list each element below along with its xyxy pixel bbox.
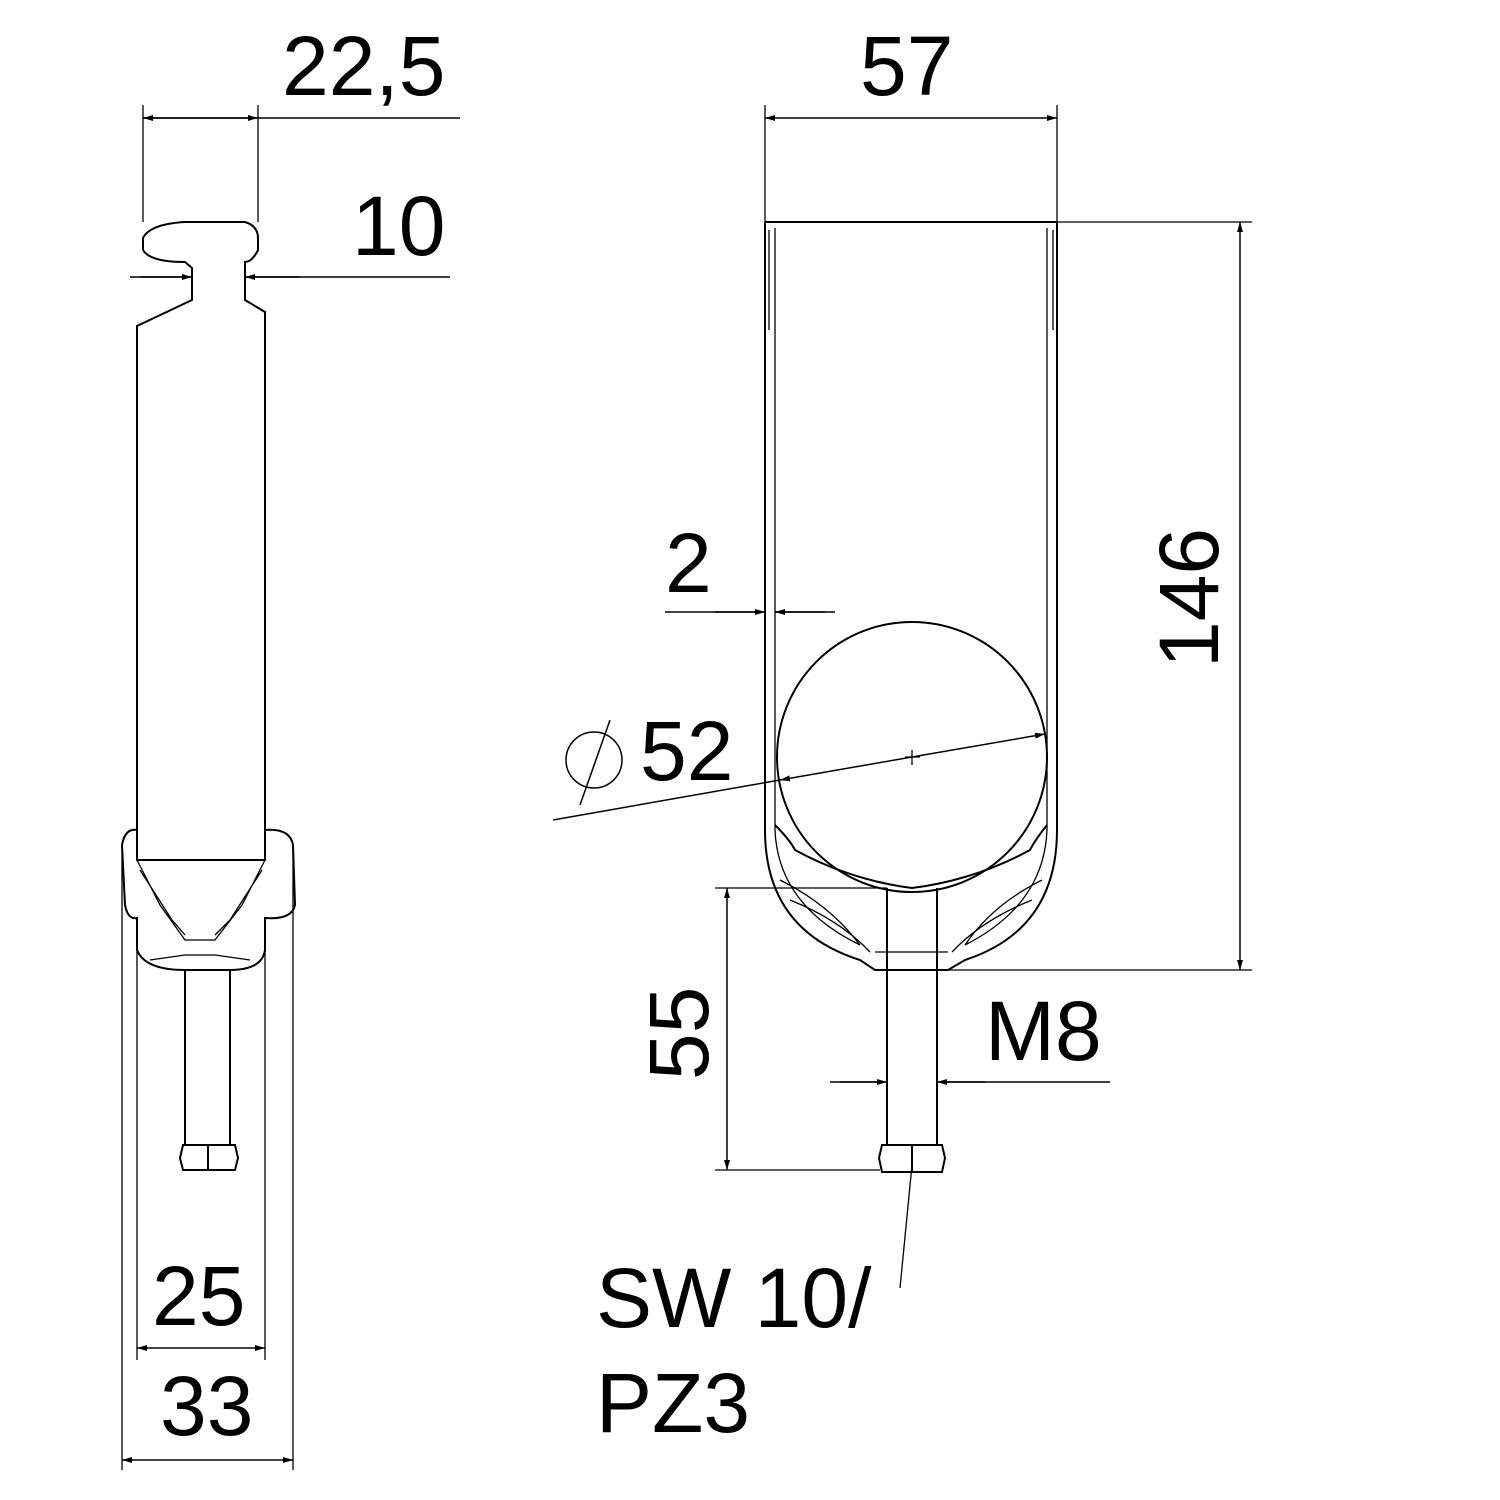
dimension-10: 10: [130, 179, 450, 280]
dim-label-33: 33: [160, 1359, 253, 1453]
dimension-33: 33: [122, 1359, 293, 1463]
dim-label-146: 146: [1142, 528, 1236, 668]
dimension-m8: M8: [830, 984, 1110, 1085]
side-view: [121, 221, 297, 1470]
diameter-symbol-icon: [565, 719, 623, 806]
dim-label-10: 10: [352, 179, 445, 273]
dim-label-55: 55: [632, 987, 726, 1080]
dimension-2: 2: [665, 516, 835, 615]
drive-label-line2: PZ3: [596, 1356, 750, 1450]
dim-label-22-5: 22,5: [282, 19, 446, 113]
dim-label-57: 57: [860, 19, 953, 113]
dim-label-25: 25: [152, 1249, 245, 1343]
front-view: [764, 221, 1058, 1173]
dimension-55: 55: [632, 887, 887, 1171]
dimension-57: 57: [764, 19, 1058, 222]
dimension-22-5: 22,5: [142, 19, 460, 222]
dimension-diameter-52: 52: [552, 704, 1046, 821]
dimension-25: 25: [137, 1249, 265, 1351]
dimension-146: 146: [948, 221, 1252, 971]
drive-callout: SW 10/ PZ3: [596, 1164, 913, 1450]
drive-label-line1: SW 10/: [596, 1251, 872, 1345]
dim-label-2: 2: [665, 516, 712, 610]
dim-label-m8: M8: [985, 984, 1102, 1078]
dim-label-52: 52: [640, 704, 733, 798]
